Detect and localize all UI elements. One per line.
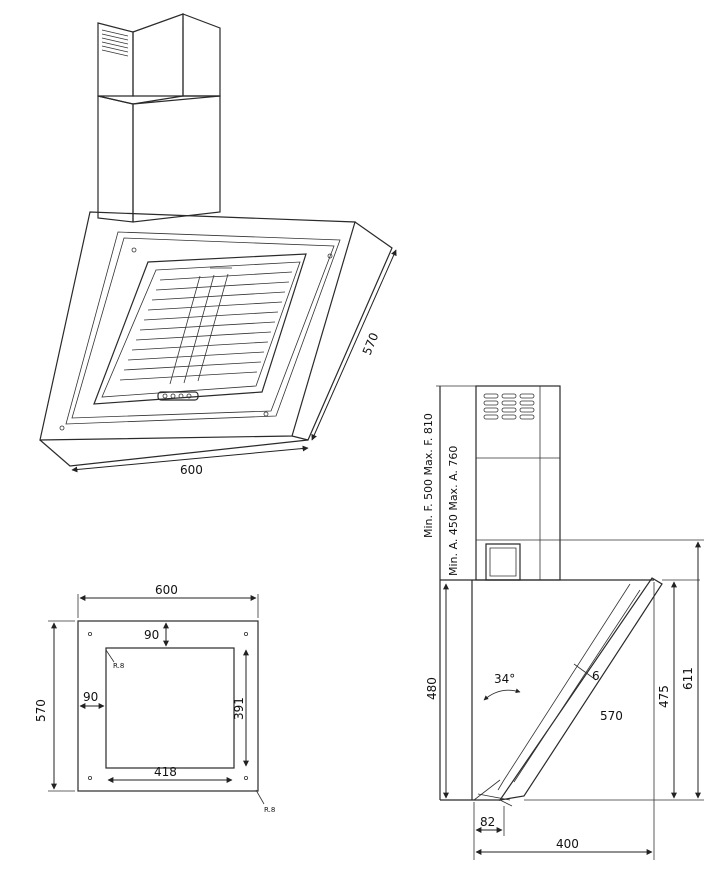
side-chimney-a-label: Min. A. 450 Max. A. 760	[447, 446, 460, 576]
side-hood-profile	[439, 386, 663, 807]
plan-top-offset-label: 90	[144, 628, 159, 642]
side-bottom-82-label: 82	[480, 815, 495, 829]
iso-control-buttons	[157, 391, 199, 401]
side-height-475-label: 475	[657, 685, 671, 708]
plan-height-label: 570	[34, 699, 48, 722]
plan-outline	[77, 620, 259, 792]
plan-cutout	[105, 647, 235, 769]
isometric-view: 600 570	[39, 13, 397, 477]
plan-view: R.8 R.8 600 570 90 90 418 391	[34, 583, 275, 814]
plan-radius-inner-label: R.8	[113, 662, 124, 670]
iso-depth-label: 570	[360, 331, 382, 357]
iso-hood-body	[39, 211, 393, 467]
iso-width-label: 600	[180, 463, 203, 477]
side-height-480-label: 480	[425, 677, 439, 700]
side-height-611-label: 611	[681, 667, 695, 690]
plan-radius-outer-label: R.8	[264, 806, 275, 814]
side-chimney-f-label: Min. F. 500 Max. F. 810	[422, 413, 435, 538]
side-vent-slots	[483, 393, 535, 420]
side-view: Min. F. 500 Max. F. 810 Min. A. 450 Max.…	[422, 385, 704, 860]
side-angle-label: 34°	[494, 672, 515, 686]
side-bottom-400-label: 400	[556, 837, 579, 851]
iso-grease-filter	[119, 267, 293, 385]
side-glass-thickness-label: 6	[592, 669, 600, 683]
iso-depth-dimension	[311, 249, 397, 441]
iso-width-dimension	[71, 445, 309, 473]
plan-cutout-height-label: 391	[232, 697, 246, 720]
iso-vent-slots	[101, 29, 129, 57]
plan-left-offset-label: 90	[83, 690, 98, 704]
side-chimney	[475, 385, 561, 581]
side-glass-length-label: 570	[600, 709, 623, 723]
iso-chimney	[97, 13, 221, 223]
plan-width-label: 600	[155, 583, 178, 597]
plan-cutout-width-label: 418	[154, 765, 177, 779]
